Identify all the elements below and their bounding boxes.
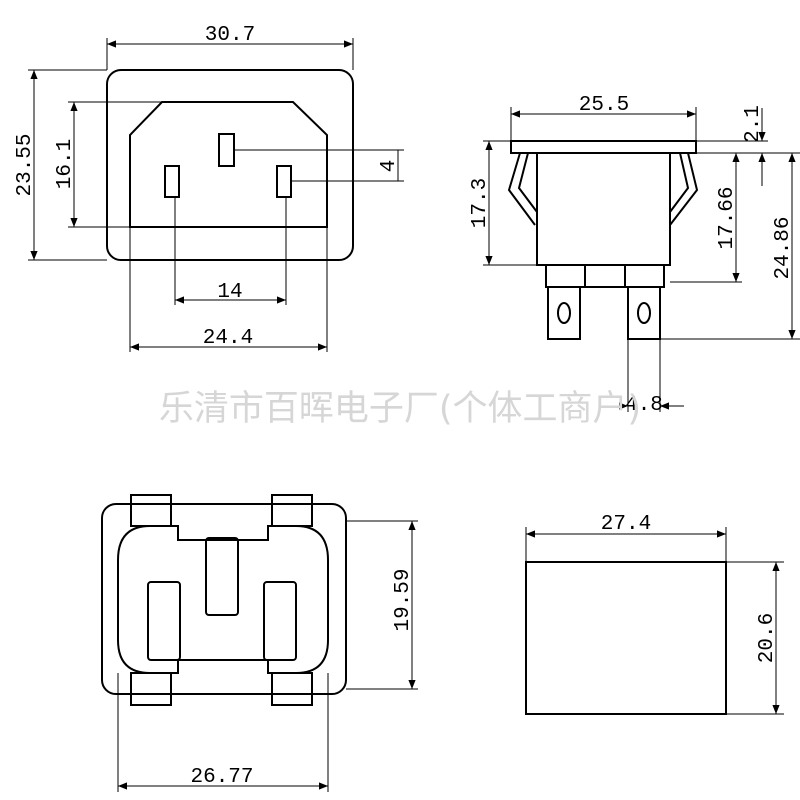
left-latch-inner [517, 152, 538, 213]
dim-label-4: 4 [378, 160, 401, 173]
dim-terminal-width: 4.8 [604, 339, 684, 417]
dim-back-height: 19.59 [346, 520, 418, 690]
terminal-base [545, 264, 665, 288]
right-latch-inner [669, 152, 690, 213]
back-inner-body [117, 525, 329, 674]
dim-label-4-8: 4.8 [625, 394, 663, 417]
front-socket-opening [129, 101, 328, 228]
bottom-right-clip [271, 672, 313, 706]
dim-label-27-4: 27.4 [601, 513, 651, 536]
back-view: 19.59 26.77 [101, 494, 418, 792]
earth-pin-slot [218, 133, 235, 167]
side-body [536, 152, 671, 266]
left-terminal [547, 286, 581, 340]
left-latch [507, 152, 536, 226]
dim-label-17-3: 17.3 [469, 178, 492, 228]
dim-pin-offset: 4 [234, 149, 404, 182]
right-terminal [627, 286, 661, 340]
dim-front-width-outer: 30.7 [106, 24, 354, 70]
back-outline [101, 503, 347, 695]
back-right-slot [263, 581, 297, 661]
dim-back-width: 26.77 [117, 673, 329, 792]
dim-side-total-height: 24.86 [660, 152, 800, 340]
dim-side-width: 25.5 [510, 94, 697, 141]
dim-front-width-inner: 24.4 [129, 227, 328, 352]
back-earth-slot [205, 537, 239, 616]
dim-cutout-height: 20.6 [726, 561, 784, 715]
dim-label-26-77: 26.77 [190, 766, 253, 789]
dim-label-23-55: 23.55 [14, 133, 37, 196]
dim-label-24-4: 24.4 [203, 327, 253, 350]
cutout-view: 27.4 20.6 [525, 513, 784, 715]
dim-cutout-width: 27.4 [525, 513, 727, 562]
dim-label-16-1: 16.1 [54, 139, 77, 189]
front-flange-outline [106, 69, 354, 261]
dim-front-height-outer: 23.55 [14, 69, 107, 261]
bottom-left-clip [130, 672, 172, 706]
dim-side-inner-height: 17.66 [670, 152, 742, 283]
right-terminal-hole [637, 302, 651, 324]
dim-pin-spacing: 14 [174, 197, 287, 305]
side-view: 25.5 2.1 17.3 17.66 24.86 [469, 94, 800, 417]
panel-cutout [525, 561, 727, 715]
dim-label-25-5: 25.5 [579, 94, 629, 117]
right-latch [669, 152, 699, 226]
watermark-text: 乐清市百晖电子厂(个体工商户) [159, 389, 641, 429]
side-flange [510, 140, 697, 154]
dim-label-24-86: 24.86 [772, 216, 795, 279]
dim-side-flange: 2.1 [696, 105, 768, 186]
dim-label-17-66: 17.66 [716, 186, 739, 249]
top-right-clip [271, 494, 313, 527]
top-left-clip [130, 494, 172, 527]
back-left-slot [147, 581, 181, 661]
dim-label-2-1: 2.1 [742, 105, 765, 143]
dim-label-19-59: 19.59 [392, 568, 415, 631]
dim-side-body-height: 17.3 [469, 140, 537, 266]
front-view: 30.7 23.55 16.1 4 14 [14, 24, 404, 352]
left-terminal-hole [557, 302, 571, 324]
dim-label-14: 14 [217, 281, 242, 304]
right-pin-slot [276, 165, 292, 198]
dim-label-20-6: 20.6 [756, 613, 779, 663]
dim-front-height-inner: 16.1 [54, 101, 162, 228]
left-pin-slot [164, 165, 180, 198]
dim-label-30-7: 30.7 [205, 24, 255, 47]
